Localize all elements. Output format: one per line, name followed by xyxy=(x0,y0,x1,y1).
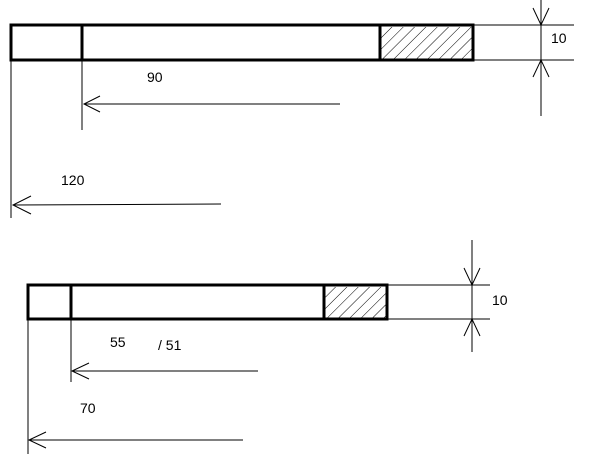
bottom-inner-length-label: 55 xyxy=(110,334,126,350)
top-bar-outline xyxy=(9,23,475,62)
top-outer-dimension-line xyxy=(12,203,222,206)
top-outer-arrowhead xyxy=(11,195,32,215)
top-height-label: 10 xyxy=(551,30,567,46)
bottom-bar-hatched-section xyxy=(325,287,386,318)
top-bar-hatched-section xyxy=(381,27,472,59)
top-outer-length-label: 120 xyxy=(61,172,85,188)
bottom-outer-arrowhead xyxy=(27,431,47,449)
bottom-height-label: 10 xyxy=(492,292,508,308)
bottom-inner-arrowhead xyxy=(70,362,90,380)
bottom-bar-outline xyxy=(26,283,389,321)
top-height-arrow-top xyxy=(532,7,550,27)
bottom-height-arrow-bottom xyxy=(463,317,481,337)
bottom-assembly: 10 55 / 51 70 xyxy=(26,240,508,454)
bottom-height-arrow-top xyxy=(463,267,481,287)
bottom-outer-length-label: 70 xyxy=(80,400,96,416)
top-inner-length-label: 90 xyxy=(147,69,163,85)
top-inner-arrowhead xyxy=(82,95,101,113)
top-height-arrow-bottom xyxy=(532,58,550,78)
top-assembly: 10 90 120 xyxy=(9,0,574,218)
bottom-alt-length-label: / 51 xyxy=(158,337,182,353)
